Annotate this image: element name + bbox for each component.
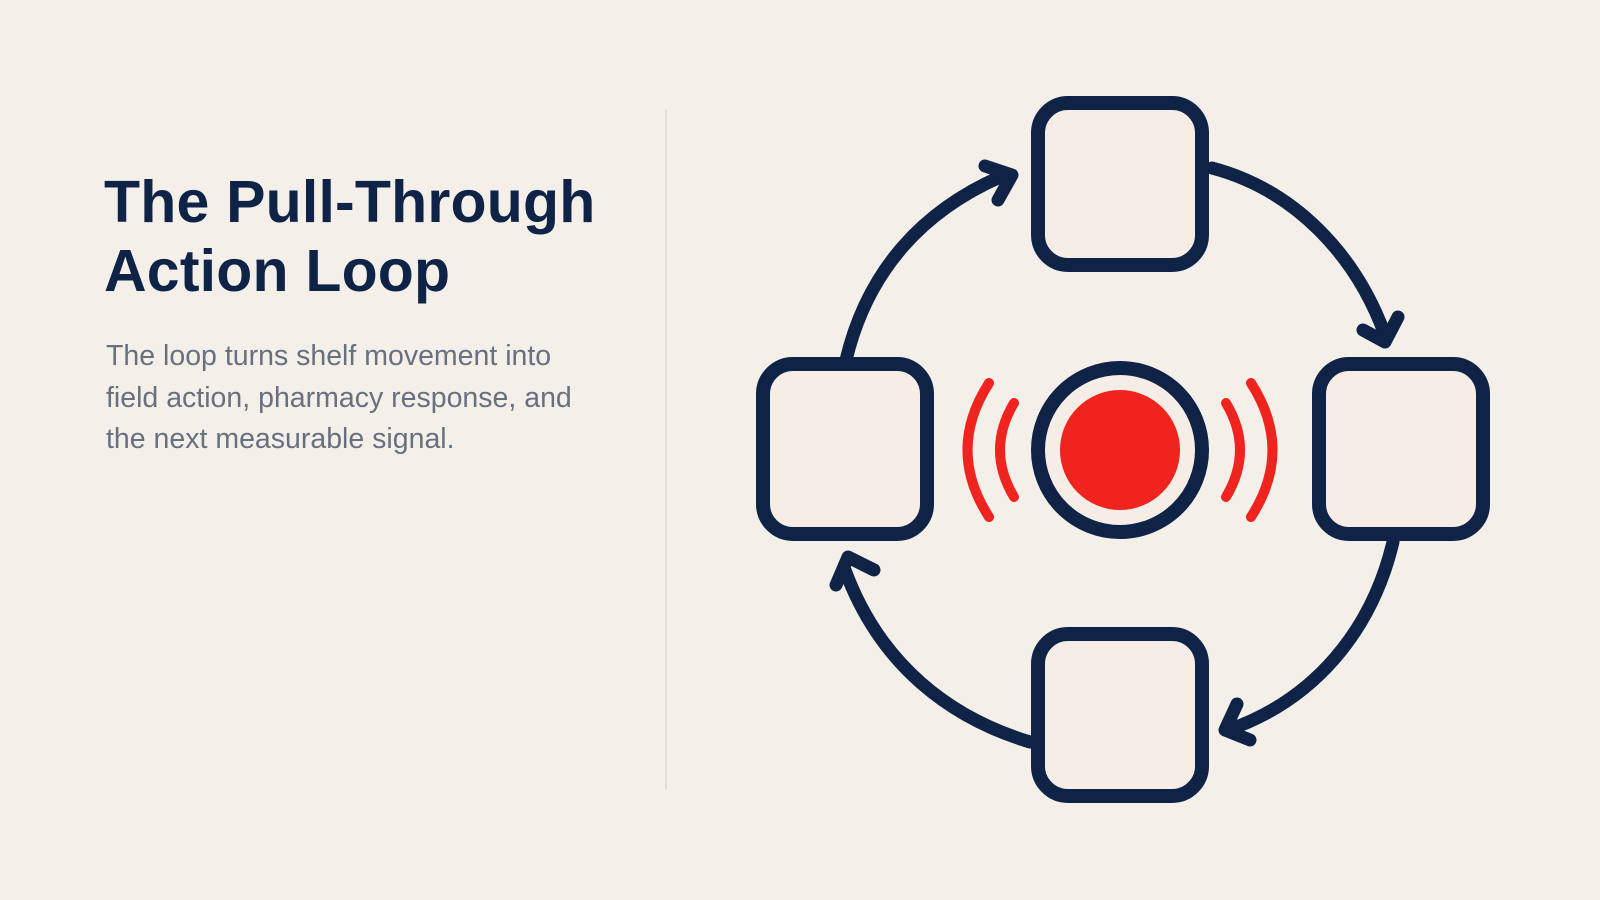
arrow-bottom-to-left (829, 550, 1037, 749)
title-line-1: The Pull-Through (104, 169, 596, 235)
arrow-left-to-top (839, 159, 1019, 367)
subtitle: The loop turns shelf movement into field… (106, 336, 626, 461)
node-right-box (1312, 357, 1490, 541)
loop-nodes (756, 96, 1490, 803)
text-panel: The Pull-Through Action Loop The loop tu… (104, 168, 644, 461)
node-top-box (1031, 96, 1209, 272)
signal-core-dot (1060, 390, 1180, 510)
signal-waves (962, 378, 1278, 522)
subtitle-line-2: field action, pharmacy response, and (106, 381, 572, 414)
title-line-2: Action Loop (104, 238, 451, 304)
node-left-box (756, 357, 934, 541)
subtitle-line-1: The loop turns shelf movement into (106, 340, 552, 372)
vertical-divider (665, 110, 667, 790)
node-bottom-box (1031, 627, 1209, 803)
arrow-top-to-right (1205, 161, 1405, 349)
arrow-right-to-bottom (1218, 535, 1400, 747)
cycle-arrows (829, 159, 1405, 749)
signal-broadcast-icon (962, 361, 1278, 539)
page-title: The Pull-Through Action Loop (104, 168, 644, 306)
subtitle-line-3: the next measurable signal. (106, 423, 455, 455)
